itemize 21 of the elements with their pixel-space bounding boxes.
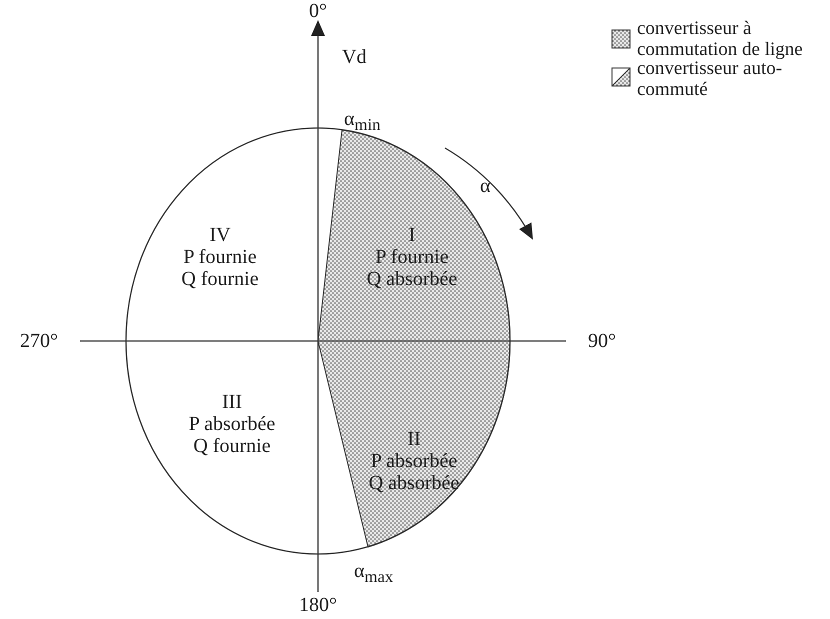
- quadrant-text: P absorbée: [188, 413, 276, 435]
- quadrant-number: III: [222, 391, 242, 413]
- angle-label: α$_{max}$: [354, 560, 394, 588]
- quadrant-text: Q absorbée: [366, 268, 458, 290]
- axis-label: 180°: [299, 594, 337, 616]
- axis-label: 270°: [20, 330, 58, 352]
- quadrant-text: Q absorbée: [368, 472, 460, 494]
- angle-label: α: [480, 175, 490, 197]
- quadrant-text: Q fournie: [181, 268, 259, 290]
- axis-label: 90°: [588, 330, 616, 352]
- quadrant-text: Q fournie: [193, 435, 271, 457]
- axis-label: 0°: [309, 0, 327, 22]
- axis-label: Vd: [342, 46, 366, 68]
- legend-text: convertisseur auto-commuté: [637, 58, 782, 100]
- quadrant-number: IV: [209, 224, 231, 246]
- angle-label: α$_{min}$: [344, 108, 380, 136]
- quadrant-number: II: [407, 428, 421, 450]
- quadrant-text: P fournie: [183, 246, 257, 268]
- quadrant-text: P absorbée: [370, 450, 458, 472]
- quadrant-text: P fournie: [375, 246, 449, 268]
- quadrant-number: I: [408, 224, 416, 246]
